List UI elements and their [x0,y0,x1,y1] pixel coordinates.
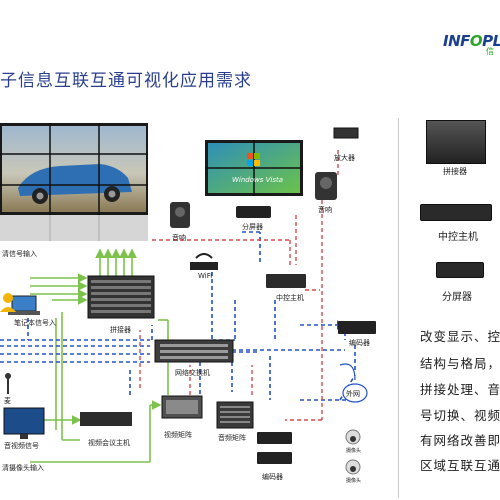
description-line: 拼接处理、音 [420,382,500,397]
network-switch-device [154,339,234,363]
label-audio-2: 音响 [318,206,332,214]
panel-divider [398,118,399,498]
label-video-conf-host: 视频会议主机 [88,439,130,447]
label-audio-1: 音响 [172,234,186,242]
label-hd-input: 清信号输入 [2,250,37,258]
speaker-2 [315,172,337,200]
audio-matrix-device [216,401,254,429]
legend-splitter-label: 分屏器 [442,292,472,303]
amplifier-device [333,127,359,139]
video-wall [0,123,148,241]
splicer-device [87,275,155,319]
label-mic: 麦 [4,397,11,405]
video-conf-host-device [80,412,132,426]
system-diagram [0,123,376,475]
label-splitter-1: 分屏器 [242,223,263,231]
description-line: 号切换、视频 [420,408,500,423]
central-host-device [266,274,306,288]
description-line: 结构与格局， [420,356,500,371]
encoder-device-2a [257,432,292,444]
label-network-switch: 网络交换机 [175,369,210,377]
label-camera-1: 摄像头 [346,448,362,454]
description-line: 区域互联互通 [420,458,500,473]
speaker-1 [170,202,190,228]
label-windows: Windows Vista [232,176,284,184]
encoder-device-1 [338,321,376,334]
display-screens [205,140,303,196]
brand-logo: INFOPL [443,32,500,50]
camera-2 [345,459,361,475]
label-audio-matrix: 音频矩阵 [218,434,246,442]
label-camera-2: 摄像头 [346,478,362,484]
label-laptop-input: 笔记本信号入 [14,319,56,327]
legend-central-host-image [420,204,492,221]
label-central-host: 中控主机 [276,294,304,302]
mic-icon [5,373,11,394]
label-video-conf-signal: 音视频信号 [4,442,39,450]
brand-logo-sub: 信 [486,47,494,56]
legend-splitter-image [436,262,484,278]
label-encoder-2: 编码器 [262,473,283,481]
description-line: 改变显示、控 [420,329,500,344]
encoder-device-2b [257,452,292,464]
label-hd-camera-input: 清摄像头输入 [2,464,44,472]
external-network-cloud [342,383,368,403]
label-video-matrix: 视频矩阵 [164,431,192,439]
label-encoder-1: 编码器 [349,339,370,347]
label-amplifier: 放大器 [334,154,355,162]
label-external-network: 外网 [346,390,360,398]
wifi-router [190,253,218,270]
label-splicer: 拼接器 [110,326,131,334]
video-matrix-device [161,395,203,419]
label-wifi: WiFi [198,272,213,280]
user-icon [0,293,16,312]
legend-central-host-label: 中控主机 [438,232,478,243]
monitor-icon [3,407,45,439]
camera-1 [345,429,361,445]
laptop-icon [8,295,40,315]
page-title: 子信息互联互通可视化应用需求 [0,71,252,91]
legend-splicer-label: 拼接器 [443,167,467,176]
description-line: 有网络改善即 [420,433,500,448]
legend-splicer-image [426,120,486,164]
splitter-device [236,206,271,218]
